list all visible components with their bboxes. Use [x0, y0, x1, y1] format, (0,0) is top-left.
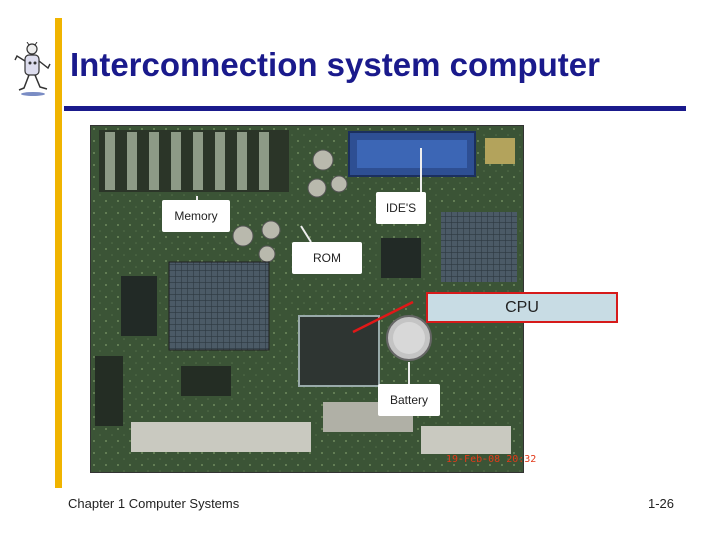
mascot-icon — [14, 42, 51, 96]
title-rule — [64, 106, 686, 111]
motherboard-photo — [90, 125, 524, 473]
footer-chapter: Chapter 1 Computer Systems — [68, 496, 240, 511]
ide-label: IDE'S — [376, 192, 426, 224]
cpu-label-box: CPU — [426, 292, 618, 323]
accent-bar — [55, 18, 62, 488]
slide-title: Interconnection system computer — [70, 46, 600, 83]
battery-label: Battery — [378, 384, 440, 416]
rom-label: ROM — [292, 242, 362, 274]
photo-timestamp: 19-Feb-08 20:32 — [446, 454, 537, 465]
memory-label: Memory — [162, 200, 230, 232]
footer-page-number: 1-26 — [648, 496, 675, 511]
